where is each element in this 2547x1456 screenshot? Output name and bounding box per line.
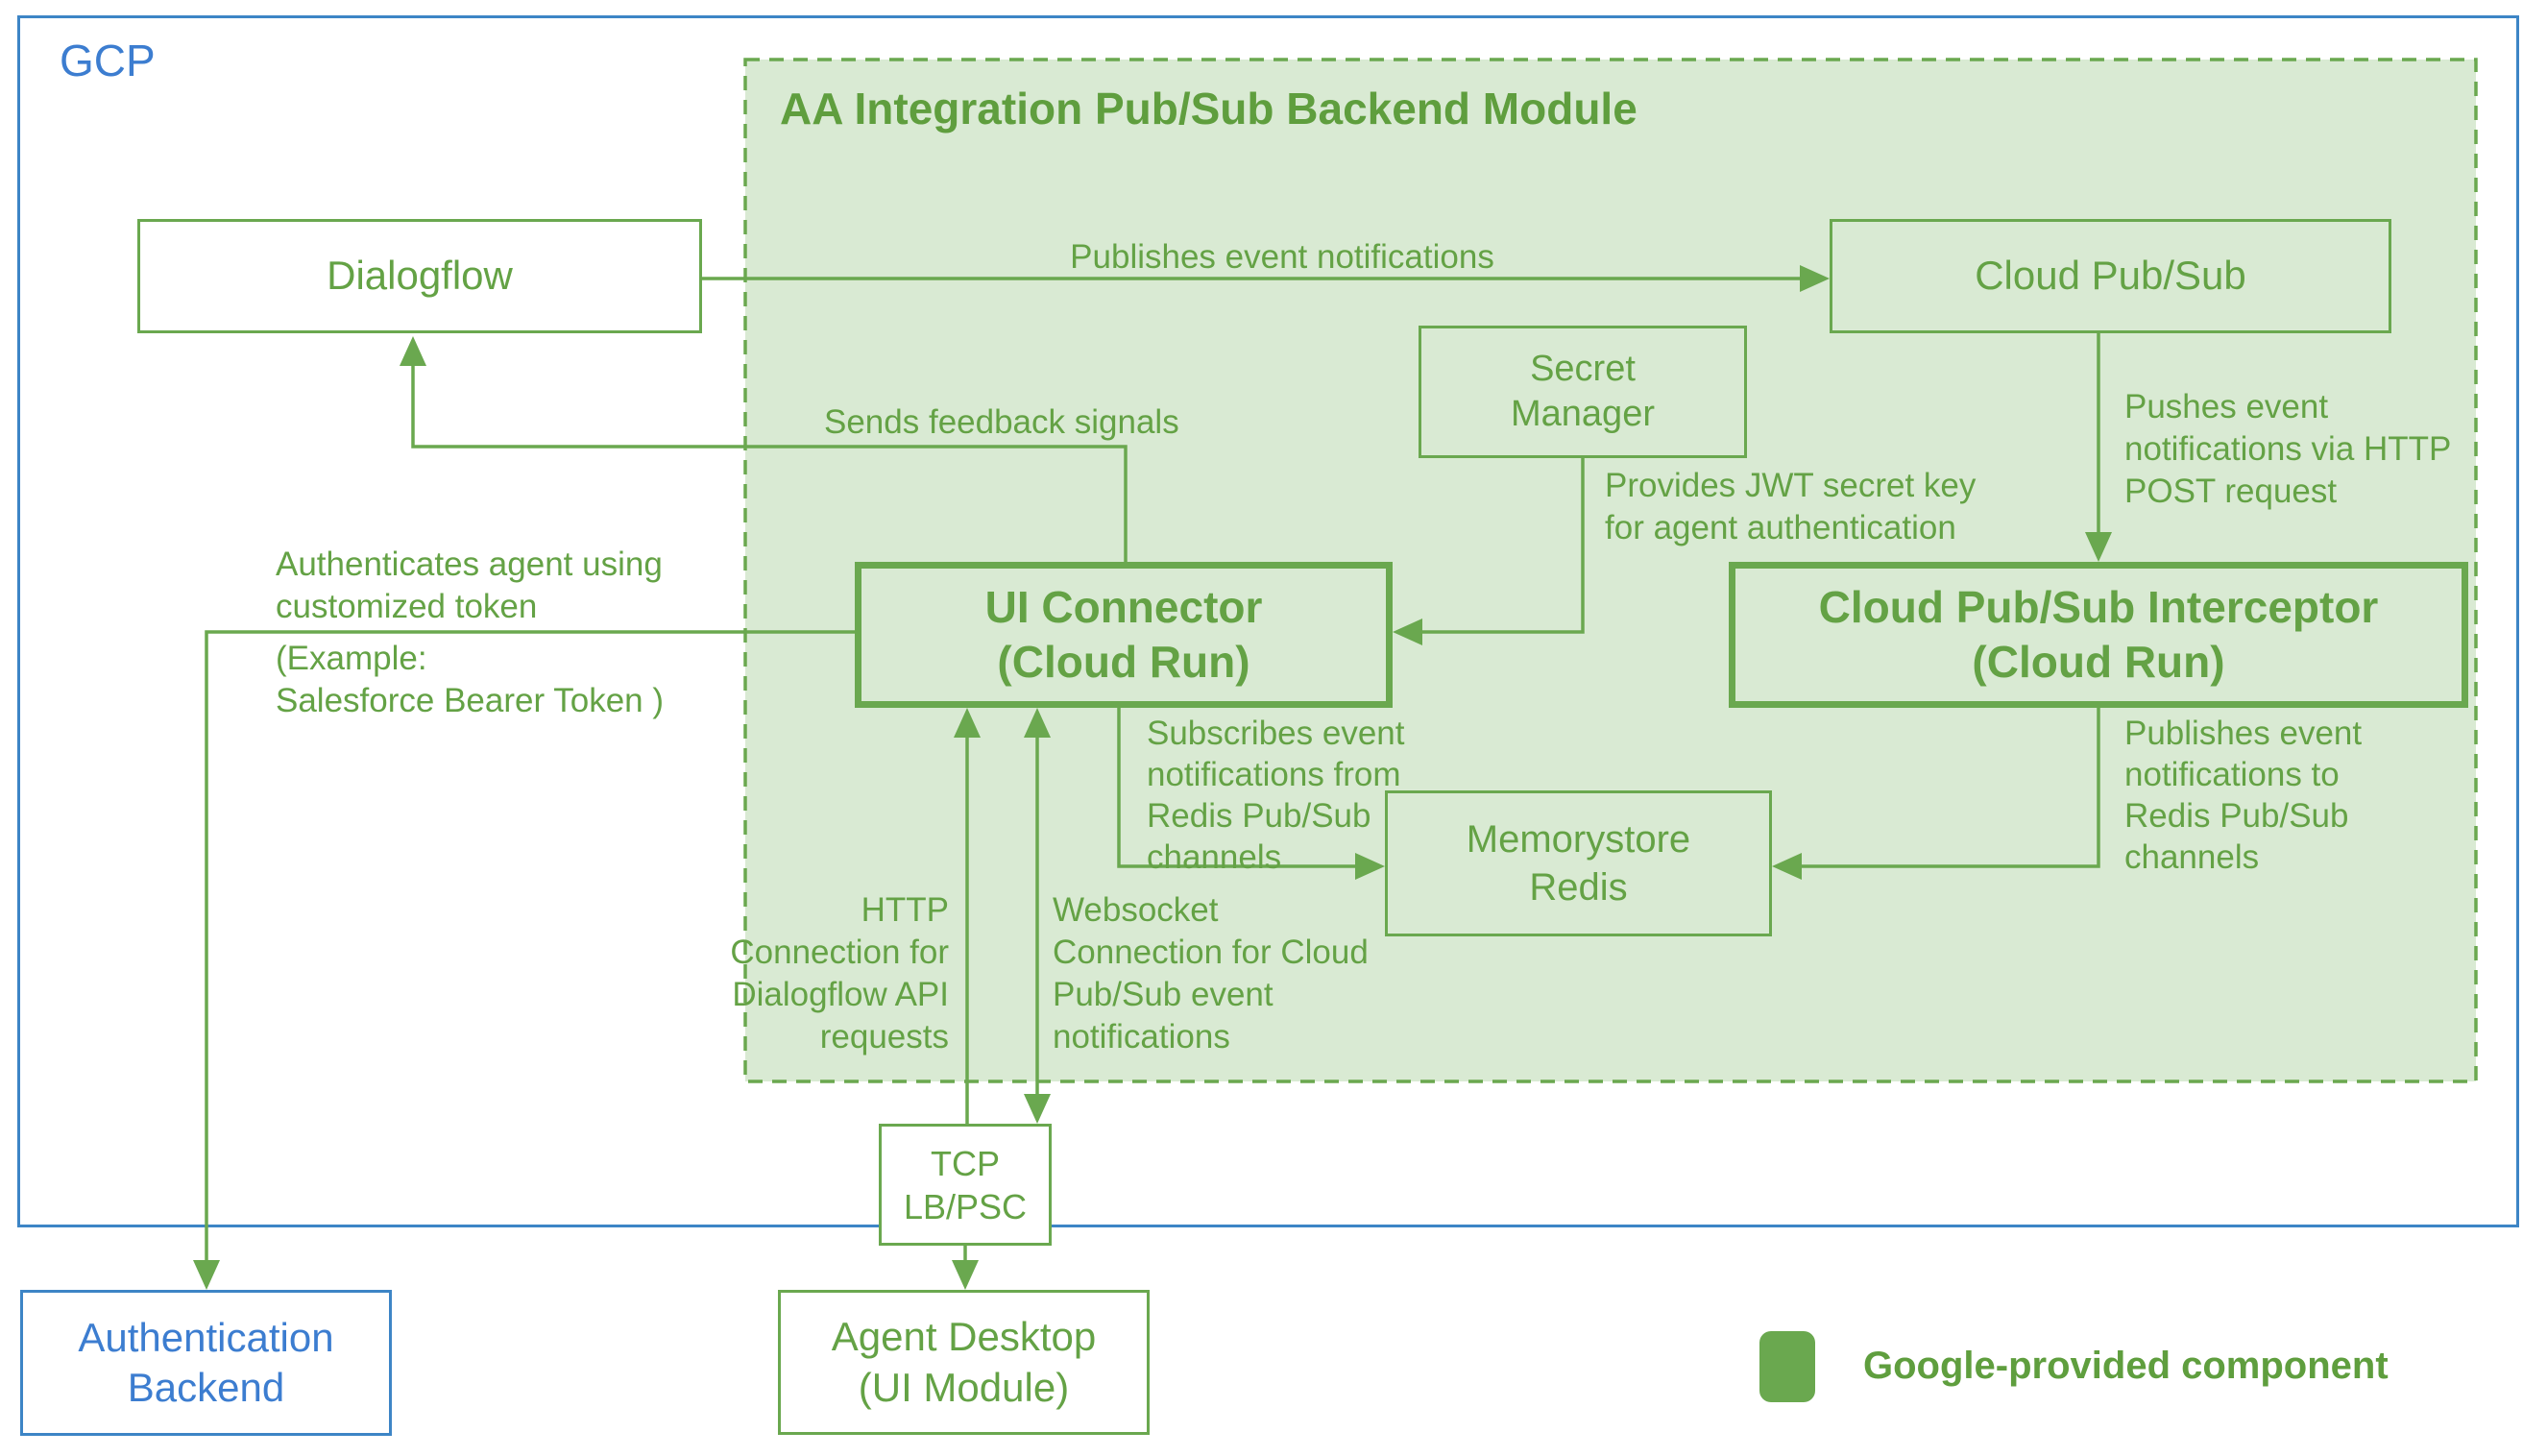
legend-google-provided-label: Google-provided component [1863,1345,2389,1387]
node-ui-connector: UI Connector (Cloud Run) [855,562,1393,708]
arrowhead-right-icon [1800,265,1830,292]
node-secret-manager-label: Secret Manager [1511,348,1655,435]
node-agent-desktop-label: Agent Desktop (UI Module) [831,1314,1097,1410]
arrowhead-up-icon [1024,708,1051,738]
google-component-swatch-icon [1759,1331,1815,1402]
node-cloud-pubsub-label: Cloud Pub/Sub [1975,253,2246,299]
node-agent-desktop: Agent Desktop (UI Module) [778,1290,1150,1435]
arrowhead-down-icon [193,1260,220,1290]
node-tcp-lb-psc-label: TCP LB/PSC [903,1143,1028,1226]
arrowhead-down-icon [2085,532,2112,562]
node-authentication-backend: Authentication Backend [20,1290,392,1436]
edge-feedback-line [411,346,1128,562]
node-dialogflow: Dialogflow [137,219,702,333]
edge-label-http-connection: HTTP Connection for Dialogflow API reque… [730,891,949,1056]
module-title: AA Integration Pub/Sub Backend Module [780,84,1637,133]
module-dashed-border [743,58,2478,1083]
edge-label-auth-token: Authenticates agent using customized tok… [276,546,663,625]
node-ui-connector-label: UI Connector (Cloud Run) [984,581,1263,688]
edge-label-websocket-connection: Websocket Connection for Cloud Pub/Sub e… [1053,891,1369,1056]
arrowhead-left-icon [1393,619,1422,645]
edge-jwt-line [1401,458,1585,634]
edge-label-pushes: Pushes event notifications via HTTP POST… [2124,388,2452,510]
node-cloud-pubsub-interceptor: Cloud Pub/Sub Interceptor (Cloud Run) [1729,562,2468,708]
node-cloud-pubsub: Cloud Pub/Sub [1830,219,2391,333]
gcp-label: GCP [60,36,156,85]
node-secret-manager: Secret Manager [1419,326,1747,458]
arrowhead-up-icon [400,336,426,366]
node-authentication-backend-label: Authentication Backend [78,1314,334,1411]
arrowhead-left-icon [1772,853,1802,880]
edge-label-feedback: Sends feedback signals [824,403,1179,441]
node-memorystore-redis: Memorystore Redis [1385,790,1772,936]
edge-label-auth-example: (Example: Salesforce Bearer Token ) [276,640,665,719]
edge-label-publishes-events: Publishes event notifications [1070,238,1494,276]
edge-label-jwt-secret: Provides JWT secret key for agent authen… [1605,467,1977,546]
arrowhead-down-icon [1024,1094,1051,1124]
edge-intercept-pub-line [1781,708,2100,868]
node-tcp-lb-psc: TCP LB/PSC [879,1124,1052,1246]
edge-label-subscribes: Subscribes event notifications from Redi… [1147,715,1405,876]
pubsub-backend-module-region [745,60,2476,1081]
edge-label-intercept-publishes: Publishes event notifications to Redis P… [2124,715,2363,876]
arrowhead-right-icon [1355,853,1385,880]
edge-subscribes-line [1117,708,1376,868]
edge-auth-line [205,630,855,1281]
arrowhead-up-icon [954,708,981,738]
arrowhead-down-icon [952,1260,979,1290]
node-cloud-pubsub-interceptor-label: Cloud Pub/Sub Interceptor (Cloud Run) [1818,581,2379,688]
node-dialogflow-label: Dialogflow [327,253,513,299]
node-memorystore-redis-label: Memorystore Redis [1466,818,1691,909]
